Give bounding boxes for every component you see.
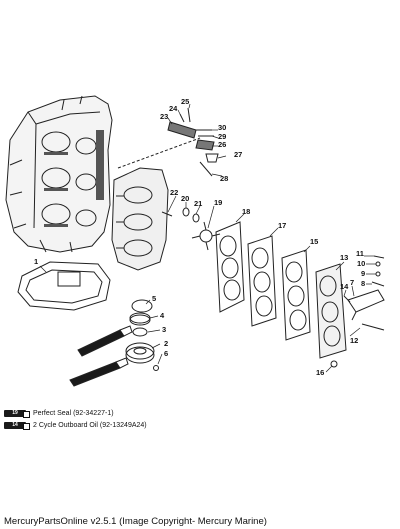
callout-2: 2 [164,339,169,348]
callout-14: 14 [340,282,349,291]
reed-plate-part-18 [215,221,245,313]
legend-text: Perfect Seal (92-34227-1) [33,410,114,417]
gasket-part-1 [17,261,111,311]
callout-7: 7 [350,278,355,287]
callout-24: 24 [169,104,178,113]
callout-3: 3 [162,325,167,334]
legend-tube-number: 19 [12,410,18,416]
crankcase-shading [44,130,104,227]
bearing-part-3 [132,327,148,337]
bracket-part-7 [347,289,385,321]
seal-part-2 [125,342,155,364]
cylinder-block [111,167,169,271]
seal-part-4 [129,312,151,326]
screw-part-11 [373,255,385,259]
callout-16: 16 [316,368,325,377]
callout-19: 19 [214,198,223,207]
callout-21: 21 [194,199,203,208]
callout-25: 25 [181,97,190,106]
callout-18: 18 [242,207,251,216]
crankcase-block [5,95,113,253]
callout-13: 13 [340,253,349,262]
callout-23: 23 [160,112,169,121]
screw-part-6 [153,365,159,371]
screw-part-28 [199,161,213,177]
screw-part-22 [161,211,173,217]
strip-part-23 [167,121,197,139]
washer-part-20 [182,207,190,217]
o-ring-part-5 [131,299,153,313]
callout-15: 15 [310,237,319,246]
callout-29: 29 [218,132,227,141]
reed-plate-part-17 [247,235,277,327]
callout-5: 5 [152,294,157,303]
legend-text: 2 Cycle Outboard Oil (92-13249A24) [33,422,147,429]
screw-part-8 [371,281,385,287]
sealant-tube-19 [77,325,133,357]
legend-perfect-seal: 19 Perfect Seal (92-34227-1) [4,410,114,418]
callout-26: 26 [218,140,227,149]
screw-part-16 [330,360,338,368]
callout-27: 27 [234,150,243,159]
callout-20: 20 [181,194,190,203]
callout-6: 6 [164,349,169,358]
screw-part-12 [361,323,385,331]
reed-plate-part-15 [281,249,311,341]
reed-plate-part-13 [315,263,347,359]
clip-part-27 [205,153,219,163]
nut-part-10 [375,261,381,267]
callout-1: 1 [34,257,39,266]
part-14 [343,295,351,303]
reference-leader-line [117,137,201,169]
washer-part-21 [192,213,200,223]
callout-28: 28 [220,174,229,183]
washer-part-9 [375,271,381,277]
callout-22: 22 [170,188,179,197]
screw-part-24 [179,113,185,123]
callout-9: 9 [361,269,366,278]
legend-outboard-oil: 14 2 Cycle Outboard Oil (92-13249A24) [4,422,147,430]
callout-leaders [39,103,376,373]
callout-30: 30 [218,123,227,132]
tube-icon: 19 [4,410,30,418]
copyright-footer: MercuryPartsOnline v2.5.1 (Image Copyrig… [4,516,267,527]
callout-12: 12 [350,336,359,345]
callout-4: 4 [160,311,165,320]
block-part-26 [195,139,215,151]
callout-11: 11 [356,249,364,258]
screw-part-25 [187,107,191,123]
callout-8: 8 [361,279,366,288]
tube-icon: 14 [4,422,30,430]
callout-17: 17 [278,221,287,230]
impeller-part-19 [191,221,221,251]
callout-10: 10 [357,259,366,268]
legend-tube-number: 14 [12,422,18,428]
oil-tube-14 [69,357,129,387]
